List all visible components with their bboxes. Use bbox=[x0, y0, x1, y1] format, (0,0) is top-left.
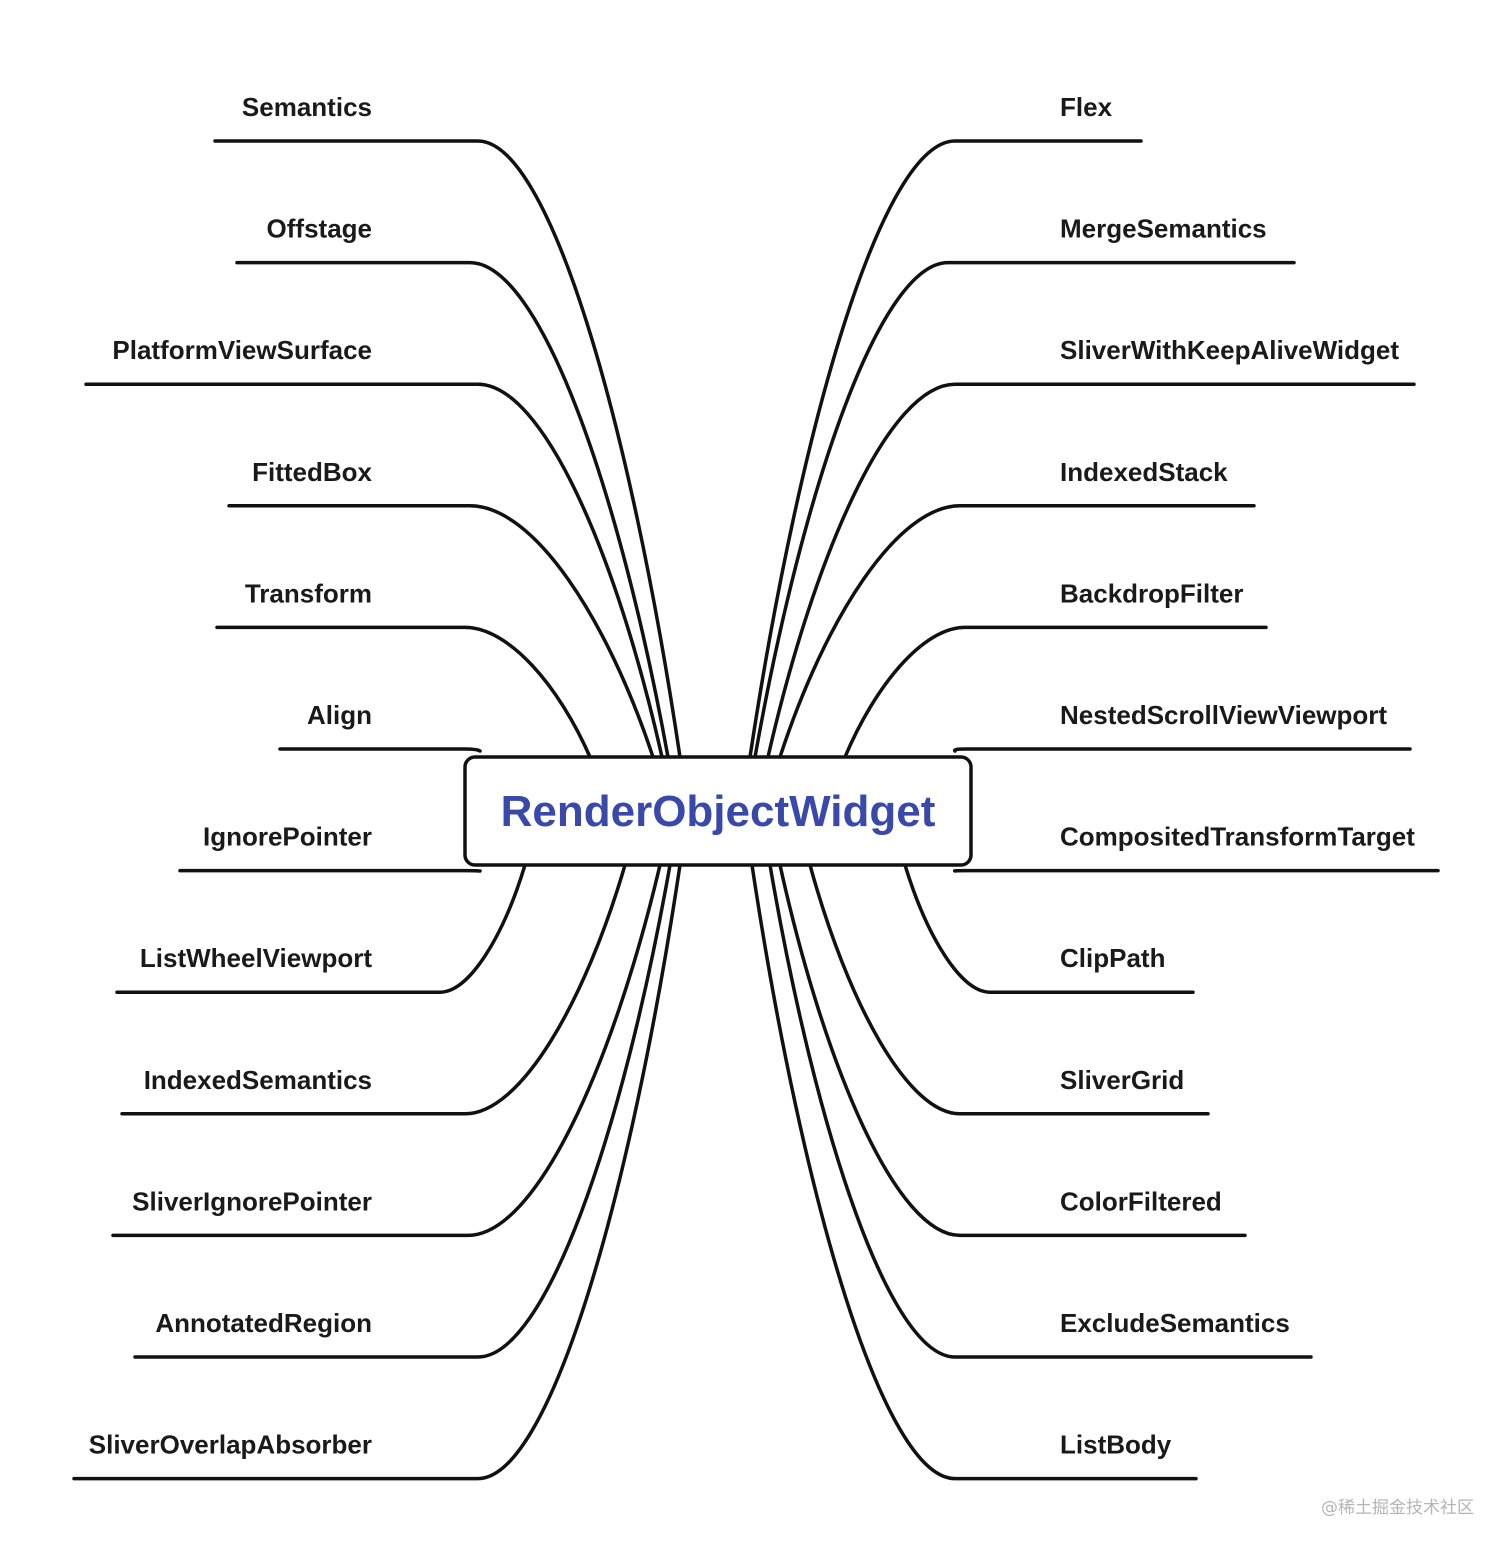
left-connector bbox=[215, 625, 592, 759]
right-connector bbox=[766, 382, 1416, 759]
left-node[interactable]: SliverOverlapAbsorber bbox=[89, 1430, 372, 1460]
left-node[interactable]: IndexedSemantics bbox=[144, 1065, 372, 1095]
right-node-label: BackdropFilter bbox=[1060, 578, 1244, 608]
right-node-label: SliverGrid bbox=[1060, 1065, 1184, 1095]
right-connector bbox=[778, 863, 1247, 1238]
left-node[interactable]: IgnorePointer bbox=[203, 822, 372, 852]
right-node[interactable]: Flex bbox=[1060, 92, 1113, 122]
left-node[interactable]: Transform bbox=[245, 578, 372, 608]
left-node-label: SliverIgnorePointer bbox=[132, 1186, 372, 1216]
root-node-box[interactable] bbox=[463, 755, 973, 867]
right-node[interactable]: MergeSemantics bbox=[1060, 214, 1267, 244]
right-node-label: ColorFiltered bbox=[1060, 1186, 1222, 1216]
left-node-label: Align bbox=[307, 700, 372, 730]
right-node[interactable]: ListBody bbox=[1060, 1430, 1172, 1460]
left-node-label: FittedBox bbox=[252, 457, 372, 487]
right-node-label: NestedScrollViewViewport bbox=[1060, 700, 1387, 730]
right-connector bbox=[808, 863, 1210, 1116]
left-node[interactable]: PlatformViewSurface bbox=[112, 335, 372, 365]
left-connector bbox=[111, 863, 662, 1238]
right-node-label: ExcludeSemantics bbox=[1060, 1308, 1290, 1338]
left-node-label: AnnotatedRegion bbox=[155, 1308, 372, 1338]
connectors bbox=[72, 139, 1440, 1481]
right-connector bbox=[750, 863, 1198, 1481]
root-node[interactable]: RenderObjectWidget bbox=[463, 755, 973, 867]
left-node[interactable]: Align bbox=[307, 700, 372, 730]
right-connector bbox=[753, 260, 1296, 759]
right-node[interactable]: ClipPath bbox=[1060, 943, 1165, 973]
left-connector bbox=[120, 863, 627, 1116]
left-node-label: SliverOverlapAbsorber bbox=[89, 1430, 372, 1460]
left-node-label: ListWheelViewport bbox=[140, 943, 372, 973]
right-branches: FlexMergeSemanticsSliverWithKeepAliveWid… bbox=[1060, 92, 1415, 1460]
left-node[interactable]: ListWheelViewport bbox=[140, 943, 372, 973]
right-node-label: ListBody bbox=[1060, 1430, 1172, 1460]
right-node[interactable]: ExcludeSemantics bbox=[1060, 1308, 1290, 1338]
left-node-label: Offstage bbox=[267, 214, 372, 244]
right-node-label: SliverWithKeepAliveWidget bbox=[1060, 335, 1399, 365]
left-connector bbox=[72, 863, 682, 1481]
right-node[interactable]: BackdropFilter bbox=[1060, 578, 1244, 608]
left-branches: SemanticsOffstagePlatformViewSurfaceFitt… bbox=[89, 92, 373, 1460]
root-node-label: RenderObjectWidget bbox=[501, 787, 936, 836]
left-node-label: PlatformViewSurface bbox=[112, 335, 372, 365]
left-node-label: Transform bbox=[245, 578, 372, 608]
left-connector bbox=[278, 747, 482, 753]
right-connector bbox=[843, 625, 1268, 759]
right-node[interactable]: SliverGrid bbox=[1060, 1065, 1184, 1095]
right-connector bbox=[748, 139, 1143, 759]
right-node-label: ClipPath bbox=[1060, 943, 1165, 973]
right-node[interactable]: SliverWithKeepAliveWidget bbox=[1060, 335, 1399, 365]
left-node[interactable]: SliverIgnorePointer bbox=[132, 1186, 372, 1216]
left-node-label: IgnorePointer bbox=[203, 822, 372, 852]
right-connector bbox=[952, 747, 1412, 753]
watermark: @稀土掘金技术社区 bbox=[1321, 1498, 1474, 1518]
right-node-label: MergeSemantics bbox=[1060, 214, 1267, 244]
right-node[interactable]: IndexedStack bbox=[1060, 457, 1228, 487]
right-connector bbox=[768, 863, 1313, 1359]
right-node[interactable]: CompositedTransformTarget bbox=[1060, 822, 1415, 852]
right-node-label: IndexedStack bbox=[1060, 457, 1228, 487]
left-node[interactable]: FittedBox bbox=[252, 457, 372, 487]
right-connector bbox=[778, 504, 1256, 759]
right-node[interactable]: NestedScrollViewViewport bbox=[1060, 700, 1387, 730]
right-node-label: CompositedTransformTarget bbox=[1060, 822, 1415, 852]
right-node[interactable]: ColorFiltered bbox=[1060, 1186, 1222, 1216]
left-connector bbox=[227, 504, 655, 759]
left-node[interactable]: Semantics bbox=[242, 92, 372, 122]
left-connector bbox=[213, 139, 682, 759]
left-connector bbox=[84, 382, 664, 759]
left-connector bbox=[115, 863, 527, 994]
right-node-label: Flex bbox=[1060, 92, 1113, 122]
right-connector bbox=[903, 863, 1195, 994]
left-node-label: IndexedSemantics bbox=[144, 1065, 372, 1095]
left-connector bbox=[235, 260, 670, 759]
left-connector bbox=[133, 863, 672, 1359]
left-node[interactable]: Offstage bbox=[267, 214, 372, 244]
left-node-label: Semantics bbox=[242, 92, 372, 122]
left-node[interactable]: AnnotatedRegion bbox=[155, 1308, 372, 1338]
